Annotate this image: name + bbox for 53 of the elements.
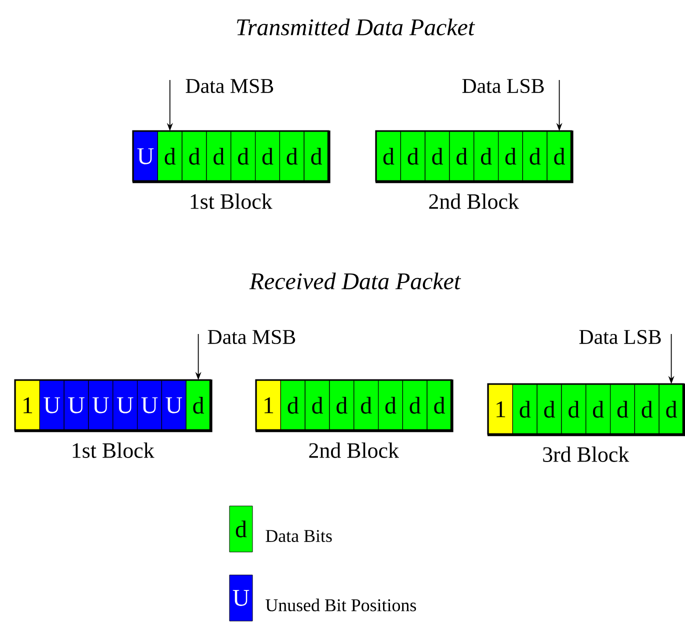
bit-cell: d <box>474 131 499 182</box>
pointer-label: Data MSB <box>186 78 274 94</box>
bit-cell: d <box>354 380 379 431</box>
bit-cell: d <box>376 131 401 182</box>
bit-cell: d <box>634 384 660 435</box>
bit-cell: U <box>161 380 186 431</box>
bit-cell: U <box>64 380 89 431</box>
bit-cell: U <box>88 380 114 431</box>
bit-cell: d <box>658 384 684 435</box>
pointer-label: Data MSB <box>208 330 296 344</box>
bit-cell: d <box>400 131 426 182</box>
bit-cell: 1 <box>256 380 281 431</box>
legend-text: Data Bits <box>266 530 332 542</box>
bit-cell: d <box>498 131 523 182</box>
bit-cell: d <box>230 131 256 182</box>
bit-cell: d <box>522 131 548 182</box>
bit-cell: U <box>133 131 158 182</box>
legend-text: Unused Bit Positions <box>266 598 416 612</box>
node-label: 3rd Block <box>543 446 630 462</box>
bit-cell: d <box>536 384 562 435</box>
bit-cell: 1 <box>488 384 513 435</box>
bit-cell: d <box>426 380 452 431</box>
node-label: 1st Block <box>72 442 154 458</box>
bit-cell: d <box>512 384 538 435</box>
bit-cell: d <box>329 380 354 431</box>
bit-cell: U <box>112 380 138 431</box>
bit-cell: d <box>402 380 428 431</box>
bit-cell: 1 <box>15 380 40 431</box>
bit-cell: U <box>39 380 64 431</box>
bit-cell: d <box>182 131 207 182</box>
bit-cell: d <box>280 380 306 431</box>
bit-cell: d <box>206 131 232 182</box>
node-label: 2nd Block <box>429 194 519 209</box>
bit-cell: d <box>157 131 182 182</box>
bit-cell: d <box>586 384 611 435</box>
node-label: 1st Block <box>190 194 272 209</box>
section-title: Received Data Packet <box>249 272 462 290</box>
bit-cell: d <box>561 384 586 435</box>
bit-cell: d <box>279 131 304 182</box>
pointer-label: Data LSB <box>462 78 544 94</box>
bit-cell: d <box>610 384 635 435</box>
bit-cell: d <box>424 131 450 182</box>
bit-cell: d <box>255 131 280 182</box>
bit-cell: d <box>304 131 329 182</box>
bit-cell: d <box>546 131 572 182</box>
node-label: 2nd Block <box>309 442 399 458</box>
bit-cell: d <box>449 131 474 182</box>
section-title: Transmitted Data Packet <box>237 18 476 36</box>
pointer-label: Data LSB <box>579 330 661 344</box>
bit-cell: d <box>378 380 403 431</box>
bit-cell: d <box>186 380 211 431</box>
bit-cell: d <box>304 380 330 431</box>
bit-cell: U <box>137 380 162 431</box>
